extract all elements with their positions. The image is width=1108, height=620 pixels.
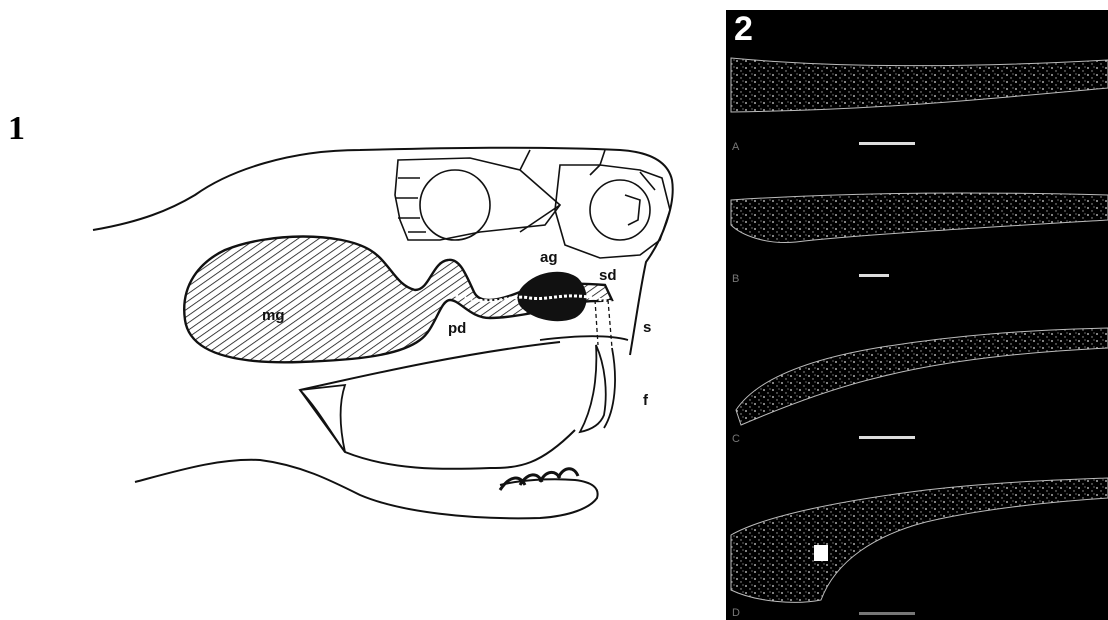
eye-region — [395, 150, 670, 258]
label-sd: sd — [599, 267, 617, 284]
label-f: f — [643, 392, 649, 409]
panel-letter-a: A — [732, 141, 740, 153]
scale-bar-a — [859, 142, 915, 145]
scale-bar-c — [859, 436, 915, 439]
nostril-scale — [590, 180, 650, 240]
label-s: s — [643, 319, 651, 336]
panel-letter-b: B — [732, 273, 739, 285]
scale-bar-b — [859, 274, 889, 277]
label-pd: pd — [448, 320, 466, 337]
section-c: C — [732, 328, 1108, 445]
figure-1-panel: 1 — [0, 0, 715, 620]
scale-bar-d — [859, 612, 915, 615]
figure-2-panel: 2 A B C — [726, 10, 1108, 620]
micrograph-stack: A B C D — [726, 10, 1108, 620]
section-d: D — [731, 478, 1108, 619]
snake-head-diagram: mg pd ag sd s f — [0, 0, 715, 620]
maxilla-line — [540, 336, 628, 340]
section-b: B — [731, 193, 1108, 285]
label-mg: mg — [262, 307, 285, 324]
lower-jaw-outline — [135, 460, 598, 519]
label-ag: ag — [540, 249, 558, 266]
secondary-duct — [595, 300, 612, 348]
section-a: A — [731, 58, 1108, 153]
panel-letter-c: C — [732, 433, 740, 445]
fang — [580, 345, 615, 432]
eye — [420, 170, 490, 240]
panel-letter-d: D — [732, 607, 740, 619]
